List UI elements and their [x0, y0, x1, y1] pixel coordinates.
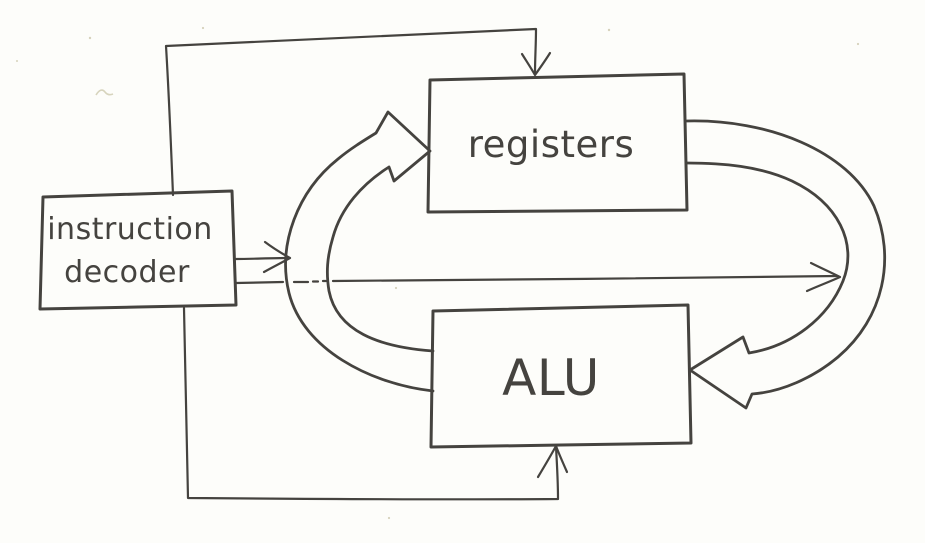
paper-dot — [201, 26, 205, 30]
arrowhead-right-icon — [262, 240, 292, 274]
arrowhead-down-icon — [520, 51, 552, 77]
alu-box — [429, 303, 693, 449]
edge-line-solid-left — [234, 280, 285, 285]
instruction-decoder-label-line1: instruction — [47, 212, 213, 247]
paper-speckles — [16, 26, 860, 520]
edge-line — [164, 27, 538, 197]
edge-line — [182, 306, 560, 501]
edge-decoder-to-left-bus — [234, 240, 292, 274]
edge-line-dashes — [292, 279, 328, 284]
paper-dot — [394, 286, 398, 290]
paper-dot — [607, 28, 611, 32]
node-instruction-decoder: instruction decoder — [38, 189, 238, 311]
arrowhead-right-icon — [805, 261, 842, 293]
arrowhead-up-icon — [536, 444, 569, 479]
registers-label: registers — [468, 123, 634, 166]
registers-box — [426, 72, 689, 214]
node-alu: ALU — [429, 303, 693, 449]
pencil-smudge — [95, 89, 114, 96]
edge-decoder-to-registers-top — [164, 27, 552, 197]
edge-line-solid-right — [331, 274, 839, 283]
instruction-decoder-box — [38, 189, 238, 311]
paper-dot — [88, 36, 92, 40]
edge-decoder-to-alu-bottom — [182, 306, 569, 501]
instruction-decoder-label-line2: decoder — [64, 255, 190, 290]
bus-arrow-alu-to-registers — [284, 110, 435, 393]
edge-decoder-to-right-bus — [234, 261, 842, 293]
paper-dot — [16, 60, 18, 62]
node-registers: registers — [426, 72, 689, 214]
bus-arrow-registers-to-alu — [685, 119, 886, 410]
edge-line — [234, 256, 290, 261]
paper-dot — [387, 516, 391, 520]
alu-label: ALU — [502, 349, 600, 407]
paper-dot — [856, 42, 860, 46]
